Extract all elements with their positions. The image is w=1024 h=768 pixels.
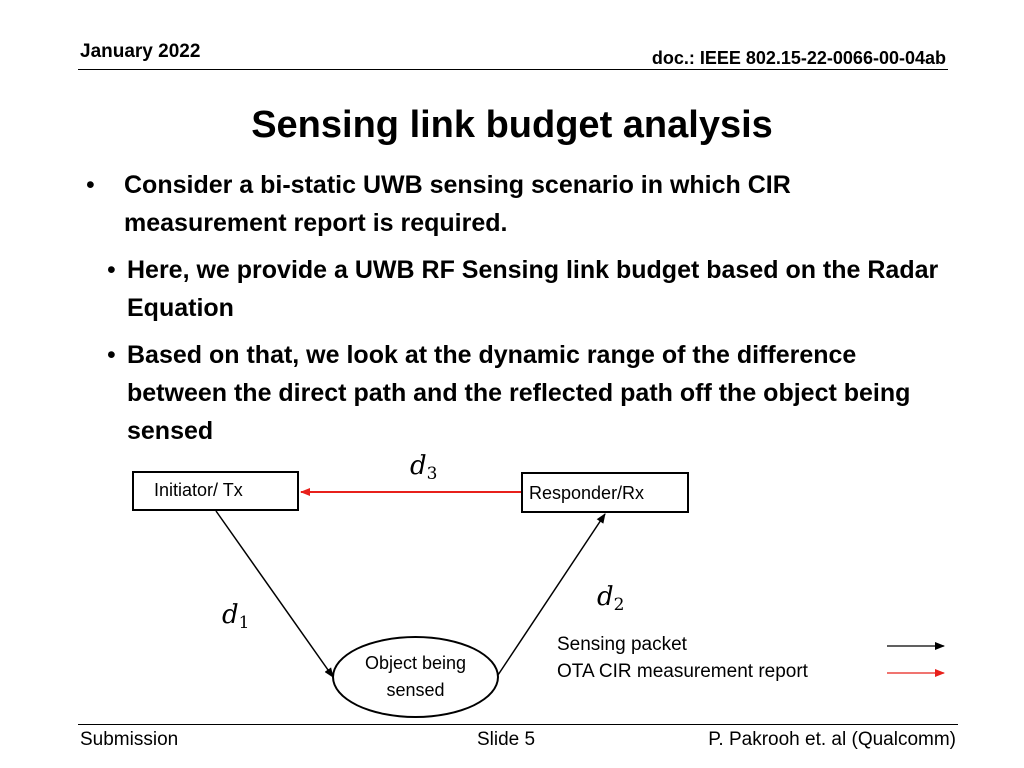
footer-author: P. Pakrooh et. al (Qualcomm): [708, 729, 956, 750]
d3-label: d3: [410, 451, 438, 484]
header-date: January 2022: [80, 41, 201, 62]
d2-sensing-arrow: [497, 513, 606, 676]
bullet-2-text: Here, we provide a UWB RF Sensing link b…: [127, 256, 939, 322]
footer-submission: Submission: [80, 729, 179, 750]
footer-divider: [78, 724, 958, 725]
header-divider: [78, 69, 948, 70]
legend-ota-report: OTA CIR measurement report: [557, 661, 808, 682]
responder-rx-box: Responder/Rx: [521, 472, 689, 513]
initiator-tx-box: Initiator/ Tx: [132, 471, 299, 511]
bullet-2: • Here, we provide a UWB RF Sensing link…: [107, 251, 967, 327]
legend-sensing-packet: Sensing packet: [557, 634, 687, 655]
bullet-dot: •: [86, 171, 95, 199]
object-label: Object being sensed: [364, 653, 467, 700]
slide-title: Sensing link budget analysis: [251, 104, 773, 146]
header-doc-id: doc.: IEEE 802.15-22-0066-00-04ab: [651, 48, 946, 68]
bullet-dot: •: [107, 341, 116, 369]
bullet-dot: •: [107, 256, 116, 284]
d1-label: d1: [222, 600, 250, 633]
d1-sensing-arrow: [215, 510, 334, 678]
bullet-1-text: Consider a bi-static UWB sensing scenari…: [124, 171, 791, 237]
bullet-3: • Based on that, we look at the dynamic …: [107, 336, 927, 450]
bullet-1: • Consider a bi-static UWB sensing scena…: [86, 166, 884, 242]
bullet-3-text: Based on that, we look at the dynamic ra…: [127, 341, 911, 445]
footer-slide-number: Slide 5: [477, 729, 536, 750]
object-being-sensed-ellipse: Object being sensed: [332, 636, 499, 718]
d2-label: d2: [597, 582, 625, 615]
